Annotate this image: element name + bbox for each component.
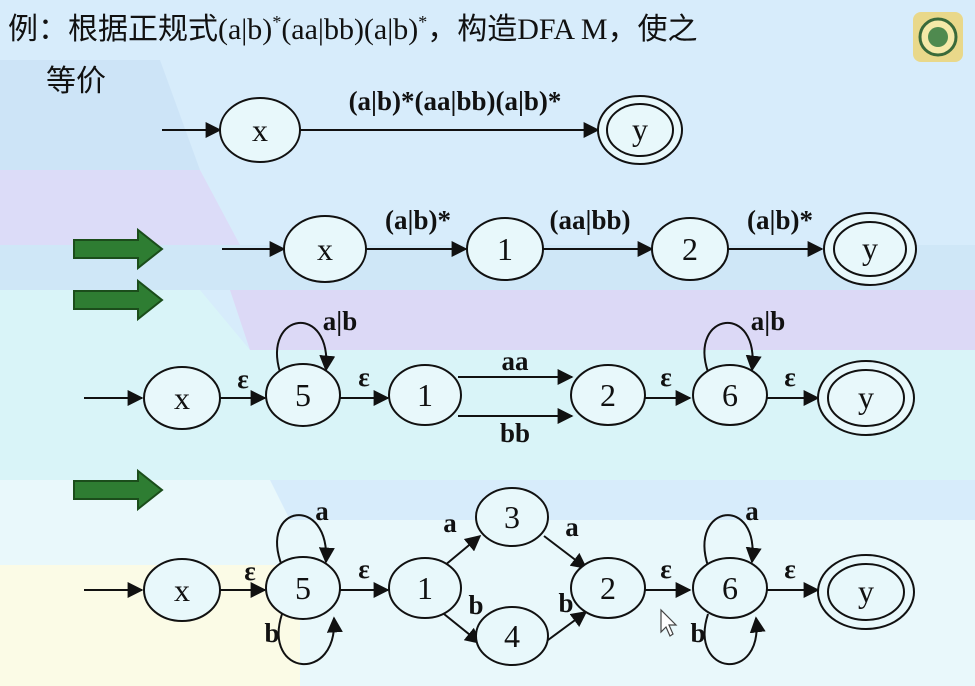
row4-node-4 [475, 606, 549, 666]
row4-node-3-label: 3 [504, 499, 520, 535]
row3-node-2 [570, 364, 646, 426]
row4-node-5 [265, 556, 341, 620]
row1-node-x [219, 97, 301, 163]
row4-node-3 [475, 487, 549, 547]
row3-node-2-label: 2 [600, 377, 616, 413]
row4-edge-4-2 [543, 611, 588, 644]
row2-node-2 [651, 217, 729, 281]
row2-node-1 [466, 217, 544, 281]
title-suffix: ，构造DFA M，使之 [427, 13, 698, 46]
row3-node-x-label: x [174, 380, 190, 416]
row3-node-5-label: 5 [295, 377, 311, 413]
row3-node-1 [388, 364, 462, 426]
row4-label-4-2: b [558, 588, 573, 618]
row4-node-y-label: y [858, 573, 874, 609]
title-prefix: 例：根据正规式(a|b) [8, 13, 273, 46]
row3-label-bb: bb [500, 418, 530, 448]
row4-label-1-3: a [443, 508, 457, 538]
row4-loop-label-6-b: b [690, 618, 705, 648]
row3-node-6-label: 6 [722, 377, 738, 413]
row3-eps-1: ε [237, 364, 249, 394]
row3-node-y-label: y [858, 379, 874, 415]
title-star-2: * [418, 12, 428, 32]
row3-node-y-inner [827, 369, 905, 427]
row4-edge-3-2 [543, 535, 588, 569]
row3-node-x [143, 366, 221, 430]
mouse-cursor-icon [660, 608, 678, 637]
row1-node-y-inner [606, 103, 674, 157]
row3-loop-label-6: a|b [751, 306, 785, 336]
row3-loop-label-5: a|b [323, 306, 357, 336]
row4-eps-4: ε [784, 554, 796, 584]
university-seal-icon [913, 12, 963, 62]
row4-loop-6-b [703, 613, 766, 666]
row3-node-5 [265, 363, 341, 427]
row3-eps-4: ε [784, 362, 796, 392]
row4-loop-label-5-a: a [315, 496, 329, 526]
row4-eps-3: ε [660, 554, 672, 584]
row3-eps-3: ε [660, 362, 672, 392]
row4-loop-label-6-a: a [745, 496, 759, 526]
row4-node-6-label: 6 [722, 570, 738, 606]
transform-arrow-3 [73, 468, 164, 512]
row4-edge-1-3 [443, 534, 482, 567]
row3-eps-2: ε [358, 362, 370, 392]
row4-node-1 [388, 557, 462, 619]
row3-node-6 [692, 364, 768, 426]
row4-node-1-label: 1 [417, 570, 433, 606]
row1-node-y-label: y [632, 111, 648, 147]
row3-loop-6 [703, 321, 762, 373]
row4-edge-1-4 [443, 613, 482, 645]
row2-edge-label-2: (aa|bb) [550, 205, 631, 235]
row2-node-1-label: 1 [497, 231, 513, 267]
transform-arrow-2 [73, 278, 164, 322]
row2-node-y-inner [833, 221, 907, 277]
transform-arrow-1 [73, 227, 164, 271]
row4-eps-1: ε [244, 556, 256, 586]
row4-label-1-4: b [468, 590, 483, 620]
title-middle: (aa|bb)(a|b) [281, 13, 419, 46]
row2-node-2-label: 2 [682, 231, 698, 267]
row3-label-aa: aa [502, 346, 530, 376]
row4-loop-6-a [703, 514, 762, 567]
row4-loop-5-b [277, 613, 343, 666]
row4-node-x-label: x [174, 572, 190, 608]
row1-edge-label: (a|b)*(aa|bb)(a|b)* [349, 86, 562, 116]
row2-edge-label-3: (a|b)* [747, 205, 813, 235]
row4-node-2 [570, 557, 646, 619]
row3-node-1-label: 1 [417, 377, 433, 413]
row4-node-6 [692, 557, 768, 619]
row2-node-x-label: x [317, 231, 333, 267]
row4-label-3-2: a [565, 512, 579, 542]
row2-node-x [283, 215, 367, 283]
row4-node-4-label: 4 [504, 618, 520, 654]
page-title: 例：根据正规式(a|b)*(aa|bb)(a|b)*，构造DFA M，使之 [8, 4, 698, 48]
row1-node-x-label: x [252, 112, 268, 148]
row4-eps-2: ε [358, 554, 370, 584]
row4-node-2-label: 2 [600, 570, 616, 606]
row3-loop-5 [276, 321, 336, 373]
title-star-1: * [272, 12, 282, 32]
row4-node-y-inner [827, 563, 905, 621]
row4-loop-label-5-b: b [264, 618, 279, 648]
row4-node-5-label: 5 [295, 570, 311, 606]
page-title-line-2: 等价 [46, 65, 106, 98]
row2-edge-label-1: (a|b)* [385, 205, 451, 235]
row2-node-y-label: y [862, 230, 878, 266]
row4-node-x [143, 558, 221, 622]
row4-loop-5-a [276, 514, 335, 567]
